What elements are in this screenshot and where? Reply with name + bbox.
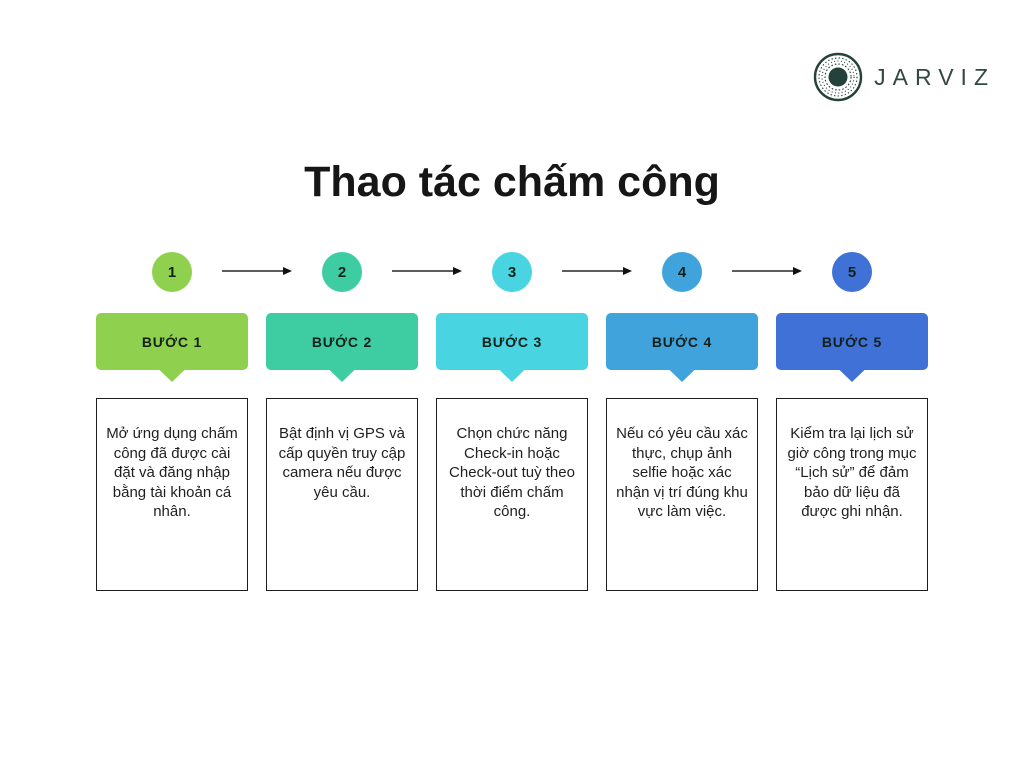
step-2-number: 2 — [337, 263, 347, 281]
step-4-label: BƯỚC 4 — [651, 333, 713, 350]
step-5-description-card: Kiểm tra lại lịch sử giờ công trong mục … — [776, 398, 928, 591]
step-2-header: BƯỚC 2 — [266, 313, 418, 382]
step-4-description-card: Nếu có yêu cầu xác thực, chụp ảnh selfie… — [606, 398, 758, 591]
arrow-right-icon — [562, 267, 632, 275]
step-5-description: Kiểm tra lại lịch sử giờ công trong mục … — [787, 425, 917, 520]
steps-timeline: 1 2 3 4 5 — [96, 252, 928, 292]
step-2-number-circle: 2 — [322, 252, 362, 292]
step-4-header: BƯỚC 4 — [606, 313, 758, 382]
arrow-right-icon — [732, 267, 802, 275]
pointer-down-icon — [328, 369, 356, 382]
concentric-circles-eye-icon — [813, 52, 863, 102]
step-1-description: Mở ứng dụng chấm công đã được cài đặt và… — [106, 425, 238, 520]
step-5-label: BƯỚC 5 — [821, 333, 883, 350]
step-3-label: BƯỚC 3 — [481, 333, 543, 350]
step-2-description-card: Bật định vị GPS và cấp quyền truy cập ca… — [266, 398, 418, 591]
step-headers: BƯỚC 1 BƯỚC 2 BƯỚC 3 BƯỚC 4 BƯỚC 5 — [96, 313, 928, 382]
step-5-number-circle: 5 — [832, 252, 872, 292]
step-3-description-card: Chọn chức năng Check-in hoặc Check-out t… — [436, 398, 588, 591]
step-3-number-circle: 3 — [492, 252, 532, 292]
pointer-down-icon — [838, 369, 866, 382]
step-3-description: Chọn chức năng Check-in hoặc Check-out t… — [449, 425, 575, 520]
step-2-label: BƯỚC 2 — [311, 333, 373, 350]
step-4-number-circle: 4 — [662, 252, 702, 292]
step-1-number-circle: 1 — [152, 252, 192, 292]
arrow-right-icon — [222, 267, 292, 275]
step-5-number: 5 — [847, 263, 857, 281]
pointer-down-icon — [668, 369, 696, 382]
step-2-description: Bật định vị GPS và cấp quyền truy cập ca… — [278, 425, 406, 501]
pointer-down-icon — [158, 369, 186, 382]
step-1-number: 1 — [167, 263, 177, 281]
step-1-description-card: Mở ứng dụng chấm công đã được cài đặt và… — [96, 398, 248, 591]
pointer-down-icon — [498, 369, 526, 382]
arrow-right-icon — [392, 267, 462, 275]
step-1-label: BƯỚC 1 — [141, 333, 203, 350]
brand-logo: JARVIZ — [813, 52, 988, 102]
step-3-number: 3 — [507, 263, 517, 281]
step-descriptions: Mở ứng dụng chấm công đã được cài đặt và… — [96, 398, 928, 591]
page-title: Thao tác chấm công — [304, 158, 720, 206]
step-3-header: BƯỚC 3 — [436, 313, 588, 382]
step-4-number: 4 — [677, 263, 687, 281]
step-5-header: BƯỚC 5 — [776, 313, 928, 382]
brand-name: JARVIZ — [874, 63, 995, 90]
step-4-description: Nếu có yêu cầu xác thực, chụp ảnh selfie… — [616, 425, 748, 520]
step-1-header: BƯỚC 1 — [96, 313, 248, 382]
